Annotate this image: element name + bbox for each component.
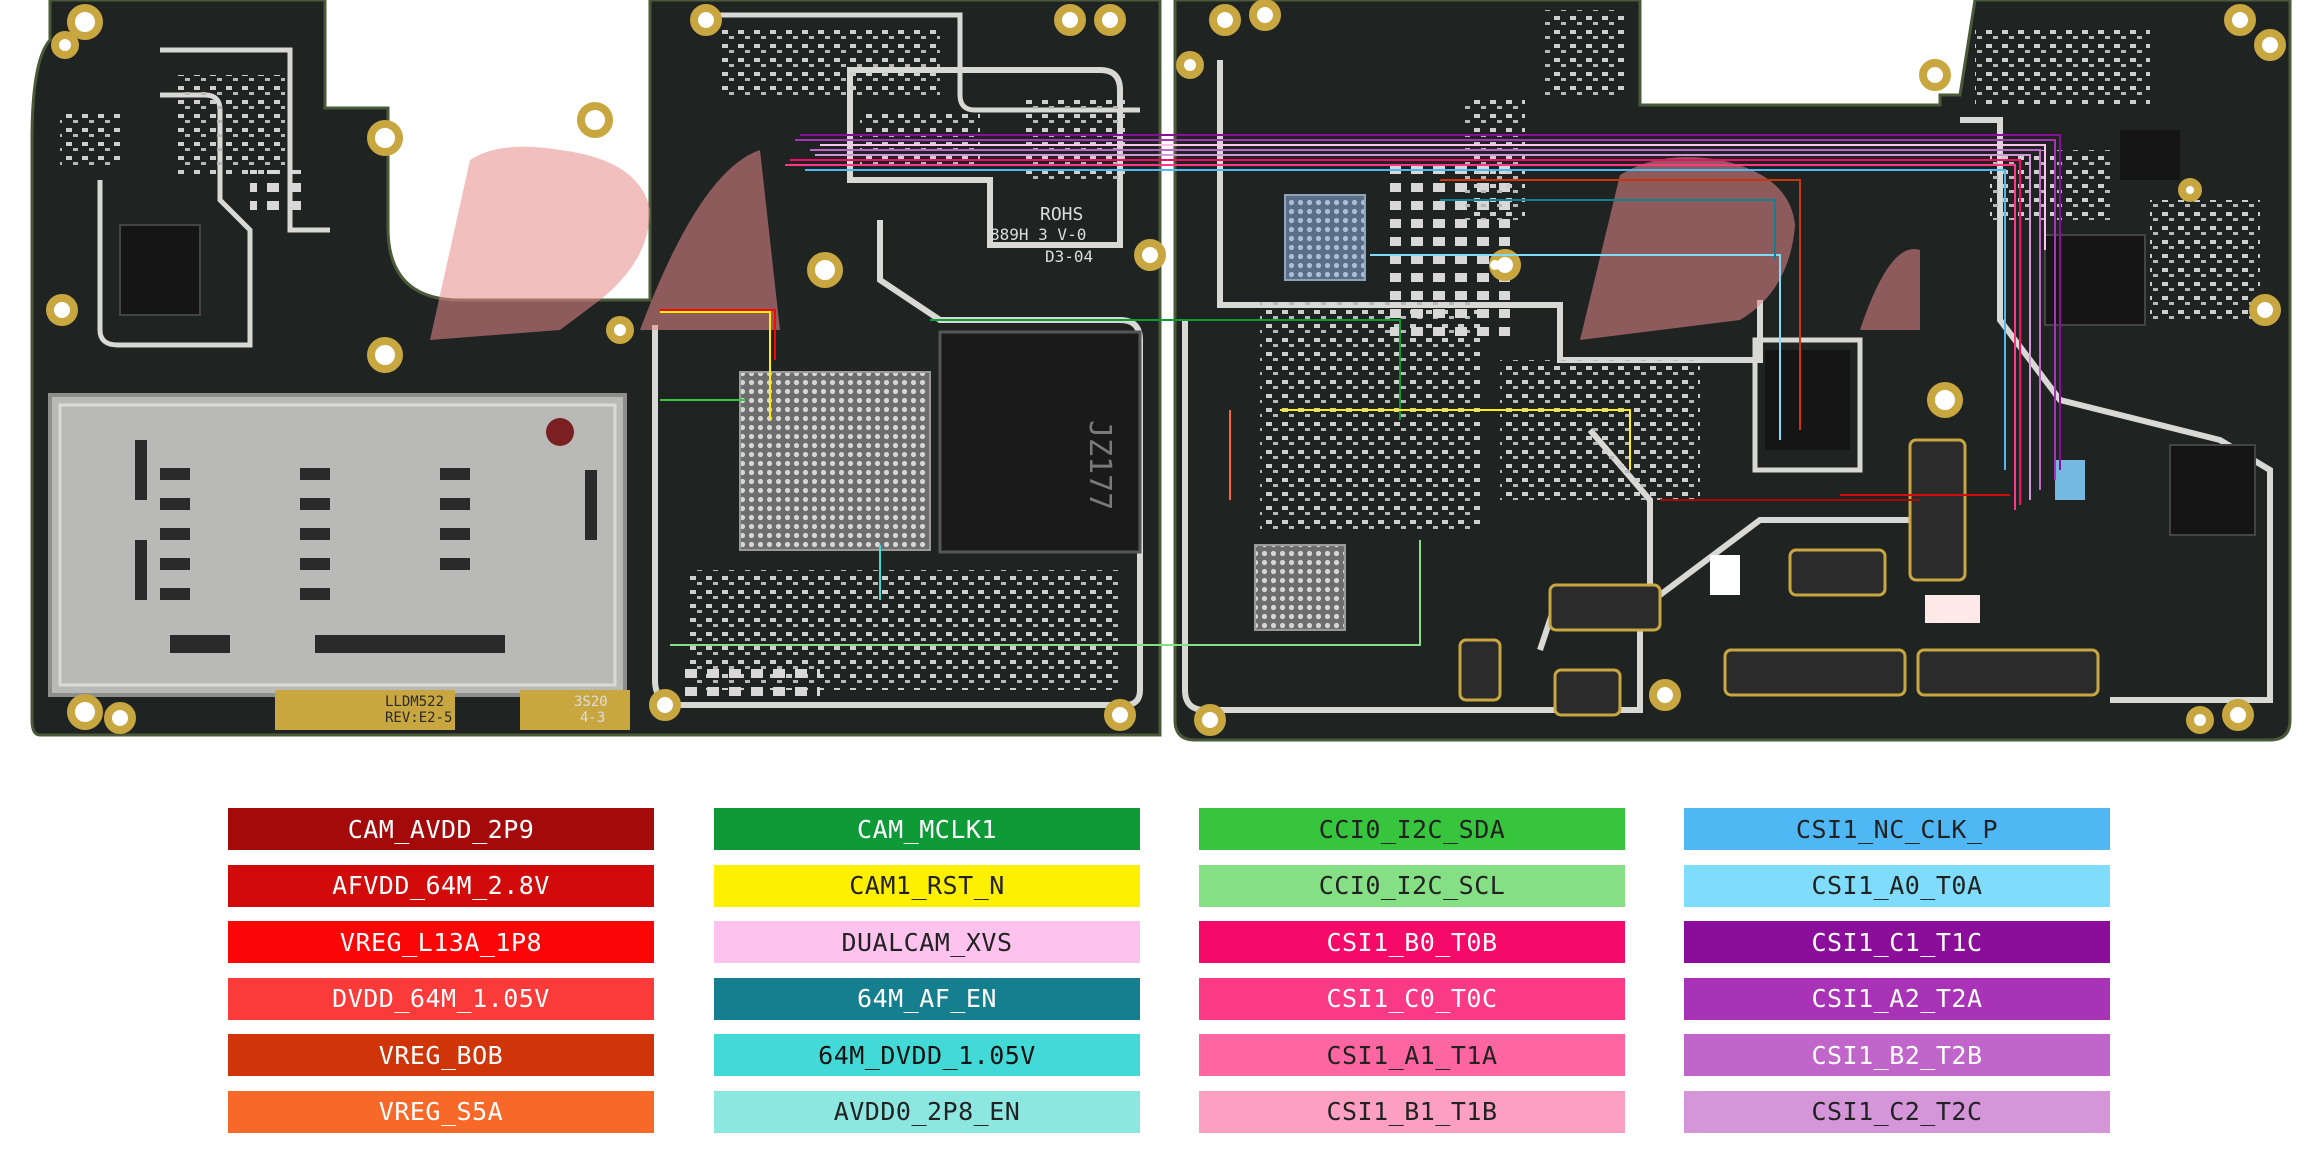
legend-item: CAM1_RST_N [714, 864, 1140, 907]
legend-item: CSI1_A2_T2A [1684, 977, 2110, 1020]
legend-item: AVDD0_2P8_EN [714, 1090, 1140, 1133]
fpc-connector [1553, 668, 1622, 717]
soc-bga [739, 371, 931, 551]
legend-column: CSI1_NC_CLK_P CSI1_A0_T0A CSI1_C1_T1C CSI1_… [1684, 808, 2110, 1148]
trace-outline [1217, 60, 1763, 363]
legend-item: CSI1_C1_T1C [1684, 921, 2110, 964]
legend-item: DUALCAM_XVS [714, 921, 1140, 964]
fpc-connector [1458, 638, 1502, 702]
svg-text:3S20: 3S20 [574, 694, 608, 710]
legend-item: CAM_AVDD_2P9 [228, 808, 654, 850]
legend-item: DVDD_64M_1.05V [228, 977, 654, 1020]
legend-item: CSI1_B2_T2B [1684, 1034, 2110, 1077]
right-board [1173, 0, 2292, 742]
legend-item: CCI0_I2C_SCL [1199, 864, 1625, 907]
trace-outline [700, 12, 1140, 113]
trace-outline [847, 67, 1123, 248]
fpc-connector [1908, 438, 1967, 582]
legend-column: CCI0_I2C_SDA CCI0_I2C_SCL CSI1_B0_T0B CSI1_… [1199, 808, 1625, 1148]
left-board-text: LLDM522 REV:E2-5 3S20 4-3 ROHS 889H 3 V-… [385, 204, 1093, 726]
legend-item: VREG_L13A_1P8 [228, 921, 654, 964]
rohs-text: ROHS [1040, 204, 1083, 225]
pcb-diagram: JZ177 LLDM522 REV:E2-5 3S20 4-3 ROHS 889… [30, 0, 2292, 742]
svg-text:JZ177: JZ177 [1082, 420, 1117, 510]
legend-item: CSI1_C2_T2C [1684, 1090, 2110, 1133]
trace-outline [1182, 320, 1953, 713]
fpc-connector [1548, 583, 1662, 632]
left-board: JZ177 LLDM522 REV:E2-5 3S20 4-3 ROHS 889… [30, 0, 1166, 737]
legend-item: CSI1_C0_T0C [1199, 977, 1625, 1020]
camera-bga [1284, 194, 1366, 281]
legend-item: VREG_S5A [228, 1090, 654, 1133]
trace-outline [160, 47, 330, 233]
legend-item: 64M_DVDD_1.05V [714, 1034, 1140, 1077]
legend-item: CCI0_I2C_SDA [1199, 808, 1625, 850]
memory-chip [938, 330, 1142, 554]
fpc-connector [1788, 548, 1887, 597]
svg-text:889H 3 V-0: 889H 3 V-0 [990, 225, 1086, 244]
legend-item: CAM_MCLK1 [714, 808, 1140, 850]
signal-traces [660, 134, 2061, 646]
legend-item: VREG_BOB [228, 1034, 654, 1077]
legend-item: AFVDD_64M_2.8V [228, 864, 654, 907]
sim-tray-inner [58, 403, 617, 687]
pmic-bga [1254, 544, 1346, 631]
legend-item: CSI1_NC_CLK_P [1684, 808, 2110, 850]
legend-item: CSI1_A1_T1A [1199, 1034, 1625, 1077]
legend-item: 64M_AF_EN [714, 977, 1140, 1020]
legend-item: CSI1_B0_T0B [1199, 921, 1625, 964]
legend-item: CSI1_B1_T1B [1199, 1090, 1625, 1133]
svg-text:D3-04: D3-04 [1045, 247, 1093, 266]
trace-outline [1752, 337, 1863, 473]
watermark [430, 146, 1920, 340]
fpc-connector [1916, 648, 2100, 697]
left-logo-text: LLDM522 [385, 694, 444, 710]
legend-item: CSI1_A0_T0A [1684, 864, 2110, 907]
fpc-connector [1723, 648, 1907, 697]
svg-text:REV:E2-5: REV:E2-5 [385, 710, 452, 726]
svg-text:4-3: 4-3 [580, 710, 605, 726]
